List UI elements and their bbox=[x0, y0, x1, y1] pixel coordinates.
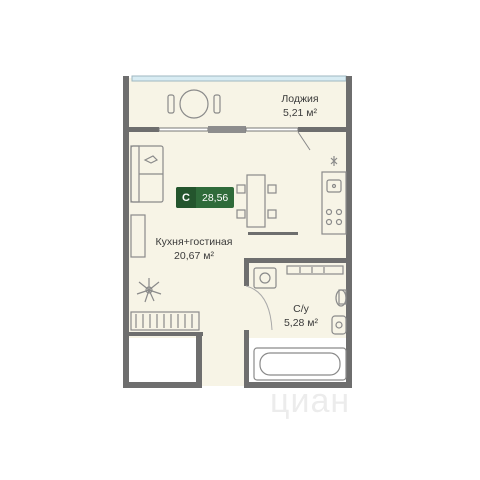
loggia-window bbox=[131, 75, 347, 82]
living-kitchen-area: 20,67 м² bbox=[174, 250, 214, 262]
living-kitchen-name: Кухня+гостиная bbox=[155, 236, 233, 248]
corridor-floor bbox=[198, 338, 248, 386]
bathroom-name: С/у bbox=[293, 303, 309, 315]
dining-table bbox=[236, 174, 277, 228]
bathroom-door-swing bbox=[245, 285, 273, 331]
loggia-area: 5,21 м² bbox=[282, 107, 318, 119]
bathroom-area: 5,28 м² bbox=[283, 317, 319, 329]
sofa bbox=[130, 145, 164, 203]
bathroom-fixtures bbox=[253, 265, 347, 381]
loggia-label: Лоджия 5,21 м² bbox=[270, 92, 330, 120]
loggia-floor bbox=[126, 78, 352, 134]
living-kitchen-label: Кухня+гостиная 20,67 м² bbox=[146, 235, 242, 263]
apartment-type: С bbox=[176, 187, 196, 208]
living-room-floor bbox=[126, 134, 352, 338]
total-area: 28,56 bbox=[202, 191, 229, 204]
bathroom-label: С/у 5,28 м² bbox=[276, 302, 326, 330]
kitchen-counter bbox=[321, 156, 347, 235]
tv-stand bbox=[130, 214, 146, 258]
apartment-badge: С 28,56 bbox=[176, 187, 235, 208]
plant bbox=[136, 278, 162, 303]
walls bbox=[123, 76, 352, 388]
watermark: циан bbox=[270, 382, 351, 420]
loggia-table bbox=[167, 89, 221, 119]
loggia-door bbox=[158, 126, 311, 151]
loggia-name: Лоджия bbox=[281, 93, 319, 105]
bed bbox=[130, 311, 200, 331]
